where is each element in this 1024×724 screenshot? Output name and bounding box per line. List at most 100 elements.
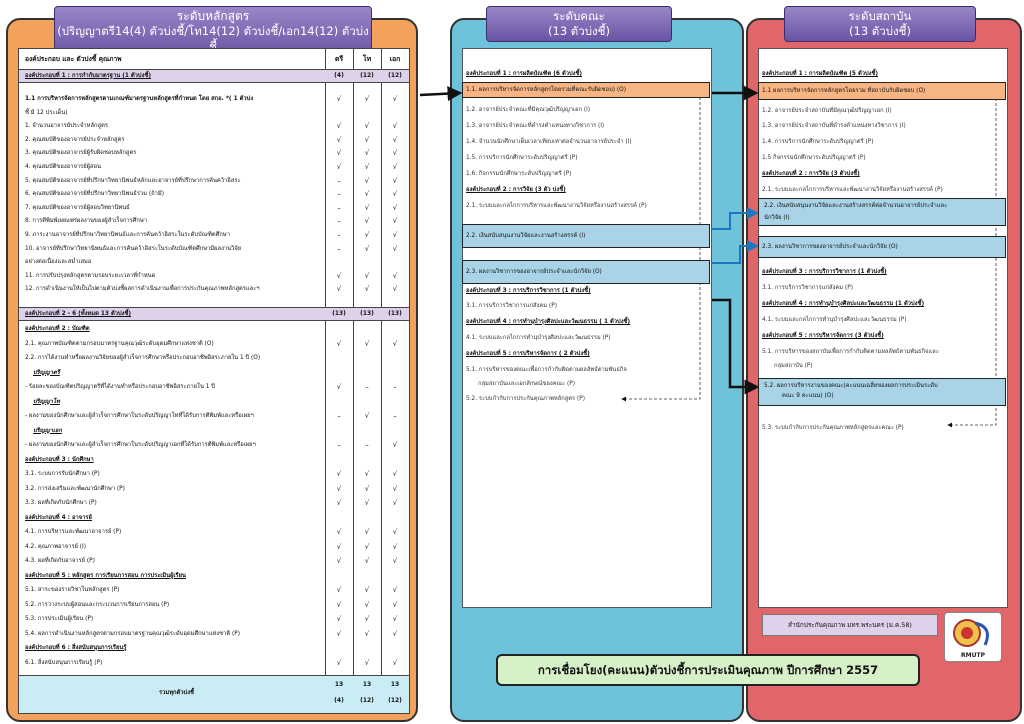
indicator-mark-c3: √ (364, 557, 370, 565)
indicator-mark-c3: √ (364, 484, 370, 493)
indicator-mark-c2: √ (336, 339, 342, 348)
indicator-mark-c4: √ (392, 615, 398, 623)
indicator-mark-c2: – (337, 203, 341, 212)
institution-indicator: 1.5 กิจกรรมนักศึกษาระดับปริญญาตรี (P) (762, 155, 866, 161)
faculty-indicator: 1.6. กิจกรรมนักศึกษาระดับปริญญาตรี (P) (466, 171, 572, 177)
indicator-mark-c2: √ (336, 557, 342, 565)
indicator-mark-c3: √ (364, 217, 370, 226)
component-1-master-count: (12) (360, 72, 374, 79)
indicator-mark-c2: √ (336, 271, 342, 280)
indicator-mark-c3: – (365, 441, 369, 449)
title-banner: การเชื่อมโยง(คะแนน)ตัวบ่งชี้การประเมินคุ… (496, 654, 920, 686)
faculty-indicator: 5.1. การบริหารของคณะเพื่อการกำกับติดตามผ… (466, 367, 627, 373)
qa-office-label: สำนักประกันคุณภาพ มทร.พระนคร (ม.ค.58) (762, 614, 938, 636)
faculty-indicator: 4.1. ระบบและกลไกการทำนุบำรุงศิลปะและวัฒน… (466, 335, 611, 341)
component-2-6-label: องค์ประกอบที่ 2 - 6 (ทั้งหมด 13 ตัวบ่งชี… (25, 311, 132, 317)
indicator-mark-c2: √ (336, 629, 342, 638)
program-header-subtitle: (ปริญญาตรี14(4) ตัวบ่งชี้/โท14(12) ตัวบ่… (57, 24, 369, 53)
indicator-mark-c4: √ (392, 203, 398, 212)
indicator-mark-c3: √ (364, 203, 370, 212)
indicator-mark-c2: √ (336, 383, 342, 391)
indicator-row-label: 5.3. การประเมินผู้เรียน (P) (25, 616, 94, 622)
indicator-mark-c3: √ (364, 149, 370, 158)
indicator-row-label: 11. การปรับปรุงหลักสูตรตามรอบระยะเวลาที่… (25, 272, 156, 279)
faculty-component-heading: องค์ประกอบที่ 2 : การวิจัย (3 ตัว บ่งชี้… (466, 187, 566, 193)
indicator-row-label: องค์ประกอบที่ 5 : หลักสูตร การเรียนการสอ… (25, 572, 186, 579)
indicator-row-label: ปริญญาเอก (33, 427, 62, 434)
indicator-row-label: 9. ภาระงานอาจารย์ที่ปรึกษาวิทยานิพนธ์และ… (25, 232, 230, 238)
indicator-mark-c2: √ (336, 586, 342, 594)
institution-indicator: คณะ 9 คะแนน) (O) (782, 393, 834, 399)
program-indicator-table: องค์ประกอบ และ ตัวบ่งชี้ คุณภาพ ตรี โท เ… (18, 48, 410, 714)
indicator-mark-c3: √ (364, 163, 370, 171)
institution-indicator: 1.1 ผลการบริหารจัดการหลักสูตรโดยรวม ที่ส… (758, 82, 1006, 100)
indicator-row-label: 10. อาจารย์ที่ปรึกษาวิทยานิพนธ์และการค้น… (25, 245, 242, 252)
total-doctoral: 13 (390, 681, 400, 688)
total-master-sub: (12) (360, 697, 374, 704)
indicator-row-label: 3.1. ระบบการรับนักศึกษา (P) (25, 471, 100, 477)
indicator-row-label: 5.2. การวางระบบผู้สอนและกระบวนการเรียนกา… (25, 601, 170, 608)
institution-header-title: ระดับสถาบัน (848, 9, 912, 23)
indicator-row-label: 12. การดำเนินงานให้เป็นไปตามตัวบ่งชี้ผลก… (25, 286, 260, 293)
indicator-mark-c3: √ (364, 499, 370, 507)
component-1-band (19, 70, 409, 82)
institution-indicator: 1.4. การบริการนักศึกษาระดับปริญญาตรี (P) (762, 139, 874, 145)
indicator-row-label: องค์ประกอบที่ 4 : อาจารย์ (25, 514, 92, 521)
faculty-indicator: 1.5. การบริการนักศึกษาระดับปริญญาตรี (P) (466, 155, 578, 161)
indicator-mark-c3: √ (364, 176, 370, 185)
indicator-mark-c2: √ (336, 95, 342, 103)
indicator-mark-c3: √ (364, 122, 370, 131)
indicator-mark-c2: √ (336, 528, 342, 536)
faculty-component-heading: องค์ประกอบที่ 3 : การบริการวิชาการ (1 ตั… (466, 288, 591, 294)
indicator-row-label: อย่างต่อเนื่องและสม่ำเสมอ (25, 259, 92, 266)
indicator-mark-c2: √ (336, 149, 342, 158)
faculty-indicator: 5.2. ระบบกำกับการประกันคุณภาพหลักสูตร (P… (466, 396, 586, 402)
indicator-mark-c4: √ (392, 190, 398, 199)
indicator-row-label: 8. การตีพิมพ์เผยแพร่ผลงานของผู้สำเร็จการ… (25, 218, 148, 225)
indicator-mark-c3: √ (364, 231, 370, 239)
indicator-mark-c4: √ (392, 441, 398, 449)
indicator-mark-c4: √ (392, 586, 398, 594)
indicator-mark-c3: – (365, 383, 369, 391)
component-2-6-bachelor-count: (13) (332, 310, 346, 317)
indicator-mark-c2: √ (336, 484, 342, 493)
indicator-mark-c4: √ (392, 600, 398, 609)
indicator-mark-c4: √ (392, 484, 398, 493)
indicator-mark-c2: √ (336, 542, 342, 551)
indicator-mark-c4: √ (392, 470, 398, 478)
institution-component-heading: องค์ประกอบที่ 5 : การบริหารจัดการ (3 ตัว… (762, 333, 884, 339)
institution-5-2-box (758, 378, 1006, 406)
indicator-mark-c2: √ (336, 135, 342, 144)
total-bachelor: 13 (334, 681, 344, 688)
indicator-mark-c2: √ (336, 285, 342, 294)
institution-indicator: 5.3. ระบบกำกับการประกันคุณภาพหลักสูตรและ… (762, 425, 904, 431)
indicator-mark-c4: √ (392, 499, 398, 507)
institution-component-heading: องค์ประกอบที่ 4 : การทำนุบำรุงศิลปะและวั… (762, 301, 925, 307)
institution-indicator: กลุ่มสถาบัน (P) (774, 363, 813, 369)
indicator-row-label: - ร้อยละของบัณฑิตปริญญาตรีที่ได้งานทำหรื… (25, 384, 215, 390)
indicator-mark-c4: √ (392, 95, 398, 103)
indicator-mark-c3: √ (364, 190, 370, 199)
indicator-mark-c2: √ (336, 658, 342, 667)
indicator-mark-c4: √ (392, 149, 398, 158)
indicator-mark-c4: √ (392, 163, 398, 171)
indicator-mark-c2: √ (336, 600, 342, 609)
indicator-mark-c3: √ (364, 244, 370, 253)
indicator-mark-c4: √ (392, 542, 398, 551)
table-head-doctoral: เอก (389, 55, 401, 63)
indicator-row-label: 6.1. สิ่งสนับสนุนการเรียนรู้ (P) (25, 659, 103, 666)
indicator-mark-c3: √ (364, 95, 370, 103)
institution-indicator: 5.1. การบริหารของสถาบันเพื่อการกำกับติดต… (762, 349, 939, 355)
indicator-row-label: 3.3. ผลที่เกิดกับนักศึกษา (P) (25, 500, 97, 506)
program-header-title: ระดับหลักสูตร (176, 9, 250, 23)
component-2-6-band (19, 308, 409, 320)
indicator-row-label: 4.3. ผลที่เกิดกับอาจารย์ (P) (25, 558, 95, 564)
faculty-indicator: 1.2. อาจารย์ประจำคณะที่มีคุณวุฒิปริญญาเอ… (466, 107, 591, 113)
faculty-indicator: 1.1. ผลการบริหารจัดการหลักสูตรโดยรวมที่ค… (462, 82, 710, 98)
indicator-mark-c4: √ (392, 557, 398, 565)
indicator-mark-c3: √ (364, 658, 370, 667)
indicator-mark-c4: √ (392, 176, 398, 185)
indicator-mark-c3: √ (364, 528, 370, 536)
faculty-header-title: ระดับคณะ (553, 9, 605, 23)
indicator-mark-c3: √ (364, 542, 370, 551)
